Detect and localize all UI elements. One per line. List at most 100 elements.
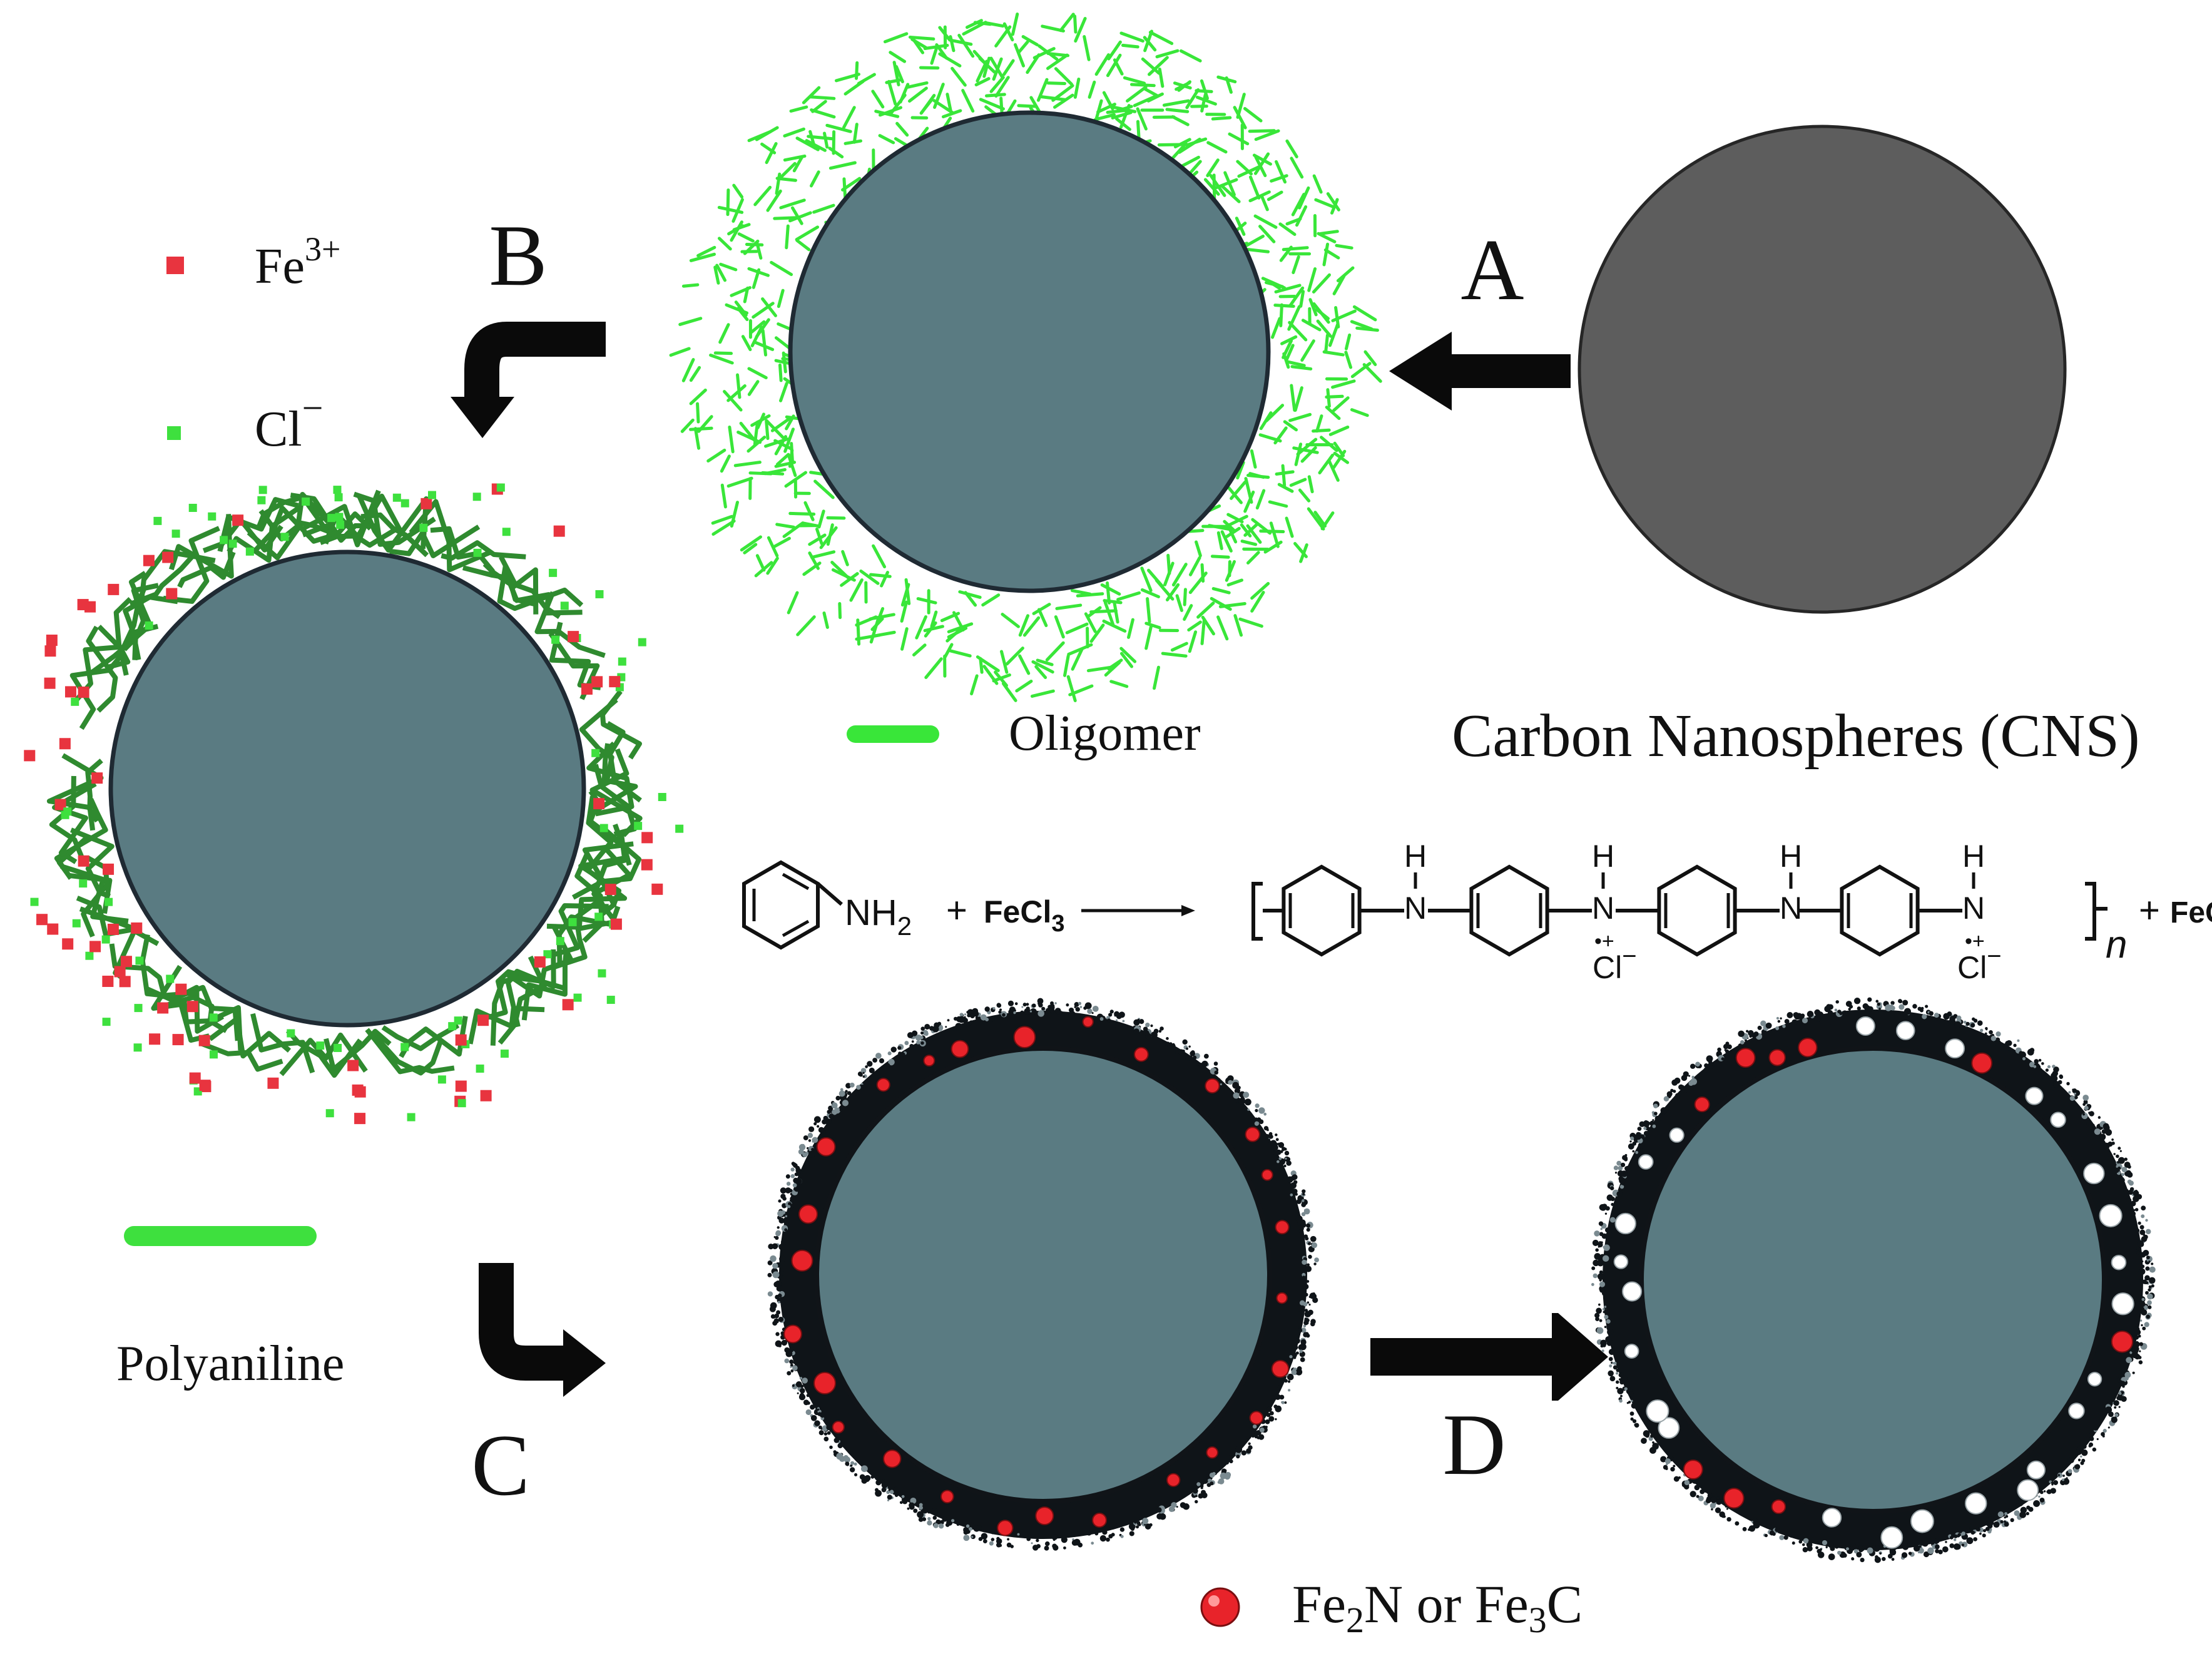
shell-grain: [2089, 1111, 2094, 1117]
shell-grain: [1617, 1170, 1624, 1177]
shell-grain: [2147, 1293, 2153, 1300]
oligomer-strand: [743, 543, 758, 555]
shell-grain: [879, 1058, 885, 1064]
shell-grain: [1710, 1503, 1716, 1509]
shell-grain: [2126, 1357, 2133, 1364]
oligomer-strand: [1140, 588, 1160, 599]
shell-grain: [2138, 1221, 2141, 1225]
shell-grain: [1970, 1530, 1975, 1535]
shell-grain: [778, 1199, 782, 1203]
shell-grain: [773, 1281, 780, 1288]
shell-grain: [2141, 1260, 2144, 1263]
shell-grain: [1917, 1540, 1923, 1545]
shell-grain: [1619, 1177, 1626, 1184]
oligomer-strand: [1350, 320, 1374, 331]
cl-ion: [316, 1041, 325, 1050]
fe-ion: [553, 525, 565, 537]
shell-grain: [1620, 1394, 1623, 1398]
oligomer-strand: [1318, 453, 1335, 475]
shell-grain: [1626, 1401, 1629, 1404]
shell-grain: [1912, 1004, 1917, 1009]
fe-ion: [119, 976, 131, 988]
shell-grain: [952, 1027, 957, 1031]
oligomer-strand: [1291, 192, 1306, 217]
shell-grain: [1281, 1401, 1285, 1404]
shell-grain: [1235, 1446, 1243, 1453]
fe-ion: [609, 676, 621, 688]
shell-grain: [1641, 1438, 1647, 1444]
shell-grain: [1599, 1279, 1602, 1282]
shell-grain: [1704, 1490, 1707, 1493]
cl-ion: [325, 1109, 334, 1118]
fe-ion: [610, 918, 622, 930]
shell-grain: [1156, 1513, 1163, 1520]
shell-grain: [818, 1425, 822, 1429]
shell-grain: [1995, 1037, 2000, 1042]
shell-grain: [1867, 1006, 1873, 1012]
shell-grain: [842, 1100, 849, 1106]
shell-grain: [775, 1332, 780, 1336]
oligomer-strand: [1352, 305, 1377, 322]
fe-nanoparticle: [1683, 1459, 1703, 1480]
shell-grain: [1798, 1540, 1803, 1544]
nanoparticle-legend-highlight: [1208, 1595, 1220, 1607]
oligomer-strand: [855, 633, 882, 641]
oligomer-strand: [1039, 95, 1066, 101]
shell-grain: [1927, 1547, 1934, 1555]
fe-ion: [420, 498, 432, 509]
shell-grain: [1978, 1527, 1980, 1530]
shell-grain: [1074, 1002, 1079, 1007]
shell-grain: [1238, 1098, 1246, 1105]
oligomer-strand: [1315, 414, 1323, 433]
shell-grain: [1087, 1008, 1093, 1014]
shell-grain: [919, 1503, 923, 1507]
oligomer-strand: [1319, 230, 1339, 235]
shell-grain: [2136, 1247, 2141, 1251]
oligomer-strand: [923, 625, 944, 633]
shell-grain: [2108, 1426, 2110, 1429]
shell-grain: [1045, 1008, 1052, 1014]
fe-ion: [198, 1035, 210, 1046]
shell-grain: [1061, 1536, 1068, 1543]
shell-grain: [1758, 1520, 1760, 1523]
oligomer-strand: [1246, 524, 1262, 544]
oligomer-strand: [750, 320, 766, 334]
shell-grain: [1985, 1028, 1988, 1031]
shell-grain: [973, 1525, 980, 1532]
oligomer-strand: [720, 483, 727, 509]
oligomer-strand: [1268, 500, 1288, 508]
fe-ion: [143, 555, 155, 566]
shell-grain: [1244, 1098, 1251, 1106]
cl-ion: [500, 1050, 509, 1058]
shell-grain: [1696, 1495, 1700, 1498]
shell-grain: [792, 1183, 797, 1188]
oligomer-strand: [1335, 243, 1353, 250]
shell-grain: [2118, 1175, 2121, 1178]
shell-grain: [817, 1125, 820, 1128]
oligomer-strand: [852, 123, 859, 144]
shell-grain: [1156, 1507, 1162, 1513]
shell-grain: [875, 1053, 882, 1059]
oligomer-strand: [761, 329, 768, 357]
shell-grain: [2077, 1458, 2081, 1461]
shell-grain: [958, 1016, 966, 1023]
oligomer-strand: [1332, 396, 1350, 412]
shell-grain: [1938, 1550, 1943, 1555]
shell-grain: [1711, 1508, 1713, 1511]
shell-grain: [789, 1359, 794, 1364]
shell-grain: [2074, 1092, 2077, 1095]
shell-grain: [1634, 1423, 1639, 1428]
shell-grain: [2113, 1153, 2116, 1155]
shell-grain: [991, 1538, 995, 1541]
shell-grain: [998, 1010, 1002, 1014]
shell-grain: [1616, 1372, 1619, 1375]
shell-grain: [1308, 1309, 1313, 1316]
oligomer-strand: [1175, 81, 1191, 91]
shell-grain: [1885, 1004, 1892, 1011]
shell-grain: [2106, 1130, 2111, 1135]
shell-grain: [1930, 1540, 1935, 1545]
shell-grain: [1616, 1380, 1619, 1384]
shell-grain: [1703, 1067, 1709, 1073]
shell-grain: [954, 1016, 958, 1021]
shell-grain: [2134, 1190, 2138, 1193]
